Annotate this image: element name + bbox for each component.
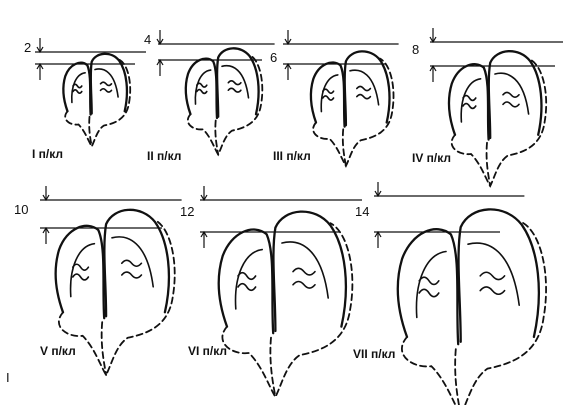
right-inner-contour (495, 73, 529, 114)
panel-2: 4 II п/кл (144, 30, 275, 163)
right-crown-outline (273, 212, 345, 331)
right-crown-outline (459, 209, 539, 341)
left-crown-outline (449, 64, 489, 139)
pulp-mark-right (357, 86, 371, 98)
panel-label: VI п/кл (188, 344, 227, 358)
root-line-dashed (270, 338, 275, 397)
panel-4: 8 IV п/кл (412, 28, 563, 186)
right-inner-contour (350, 70, 379, 105)
panel-5: 10 V п/кл (14, 186, 182, 375)
pulp-mark-right (293, 268, 315, 288)
offset-number: 8 (412, 42, 419, 57)
panel-label: V п/кл (40, 344, 76, 358)
panel-label: III п/кл (273, 149, 311, 163)
right-crown-outline (217, 48, 259, 116)
right-inner-contour (95, 69, 118, 97)
left-crown-outline (63, 63, 90, 115)
right-inner-contour (282, 242, 328, 298)
offset-number: 2 (24, 40, 31, 55)
pulp-mark-left (463, 96, 476, 109)
corner-mark: I (6, 370, 10, 385)
offset-number: 14 (355, 204, 369, 219)
panel-label: I п/кл (32, 147, 63, 161)
pulp-mark-left (419, 277, 439, 297)
outer-contour-dashed (313, 59, 393, 166)
right-inner-contour (468, 243, 519, 305)
outer-contour-dashed (59, 220, 175, 375)
right-crown-outline (345, 51, 390, 125)
panel-label: II п/кл (147, 149, 181, 163)
left-crown-outline (398, 229, 458, 344)
panel-1: 2 I п/кл (24, 38, 146, 161)
right-crown-outline (91, 54, 127, 114)
offset-number: 4 (144, 32, 151, 47)
left-crown-outline (56, 226, 105, 318)
offset-number: 6 (270, 50, 277, 65)
pulp-mark-left (197, 83, 207, 93)
outer-contour-dashed (65, 60, 130, 147)
outer-contour-dashed (452, 60, 547, 186)
root-line-dashed (102, 322, 106, 375)
pulp-mark-right (480, 272, 504, 294)
left-crown-outline (186, 59, 217, 118)
offset-number: 10 (14, 202, 28, 217)
right-inner-contour (112, 237, 153, 287)
right-inner-contour (222, 66, 249, 98)
left-crown-outline (311, 62, 345, 126)
pulp-mark-right (503, 92, 519, 106)
pulp-mark-left (323, 89, 334, 100)
pulp-mark-left (73, 84, 82, 93)
offset-number: 12 (180, 204, 194, 219)
outer-contour-dashed (188, 55, 262, 155)
pulp-mark-right (122, 260, 142, 278)
pulp-mark-right (101, 82, 112, 92)
pulp-mark-left (238, 273, 256, 291)
left-crown-outline (219, 230, 273, 334)
pulp-mark-left (73, 264, 89, 280)
root-line-dashed (455, 349, 461, 405)
left-inner-contour (416, 252, 446, 318)
outer-contour-dashed (222, 223, 352, 397)
panel-label: IV п/кл (412, 151, 451, 165)
right-crown-outline (104, 210, 169, 316)
pulp-mark-right (228, 81, 241, 92)
panel-6: 12 VI п/кл (180, 186, 362, 397)
outer-contour-dashed (402, 222, 546, 405)
right-crown-outline (489, 51, 542, 138)
panel-label: VII п/кл (353, 347, 395, 361)
